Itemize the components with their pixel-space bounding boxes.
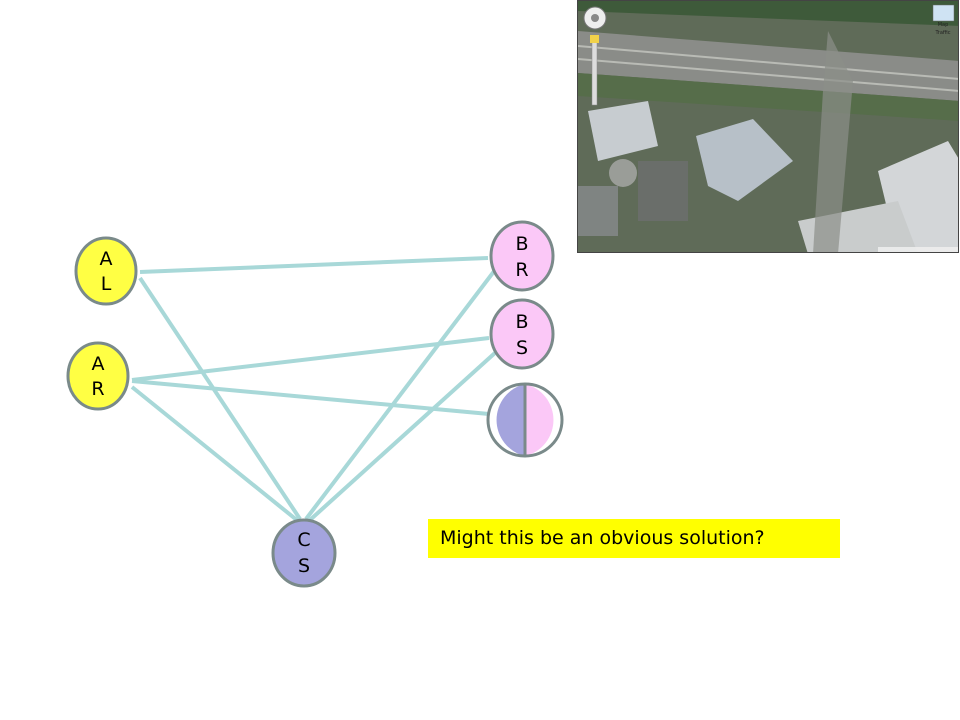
node-BS: B S bbox=[489, 298, 555, 370]
node-CS-label-1: C bbox=[297, 529, 310, 551]
node-BR-label-1: B bbox=[515, 233, 528, 255]
node-BS-label-2: S bbox=[516, 337, 528, 359]
zoom-slider[interactable] bbox=[590, 34, 599, 106]
map-nav-control[interactable] bbox=[583, 6, 607, 30]
node-BS-label-1: B bbox=[515, 311, 528, 333]
edges-layer bbox=[130, 256, 498, 523]
node-BR-circle bbox=[489, 220, 555, 292]
node-AR-label-2: R bbox=[91, 378, 104, 400]
node-CS-circle bbox=[271, 518, 337, 588]
node-AR-circle bbox=[66, 341, 130, 411]
node-AL-circle bbox=[74, 236, 138, 306]
edge-AR-split bbox=[131, 379, 490, 416]
edge-AR-BS bbox=[131, 336, 490, 382]
node-AL: A L bbox=[74, 236, 138, 306]
node-BR: B R bbox=[489, 220, 555, 292]
traffic-label[interactable]: Traffic bbox=[934, 30, 950, 36]
node-split-right-half bbox=[525, 384, 554, 456]
node-AL-label-2: L bbox=[101, 273, 112, 295]
node-BR-label-2: R bbox=[515, 259, 528, 281]
node-AL-label-1: A bbox=[100, 248, 113, 270]
callout-text: Might this be an obvious solution? bbox=[440, 527, 765, 549]
map-footer-bar bbox=[878, 247, 958, 252]
edge-AR-CS bbox=[130, 385, 300, 523]
aerial-photo-art: Map Traffic bbox=[578, 1, 958, 252]
map-type-thumbnail[interactable] bbox=[932, 4, 955, 22]
edge-BR-CS bbox=[304, 268, 497, 521]
map-type-label[interactable]: Map bbox=[938, 22, 949, 28]
building-left bbox=[588, 101, 658, 161]
edge-AL-CS bbox=[138, 276, 302, 521]
building-center bbox=[696, 119, 793, 201]
node-CS-label-2: S bbox=[298, 555, 310, 577]
node-split-left-half bbox=[496, 384, 525, 456]
node-CS: C S bbox=[271, 518, 337, 588]
node-AR: A R bbox=[66, 341, 130, 411]
callout-box: Might this be an obvious solution? bbox=[428, 519, 840, 558]
edge-AL-BR bbox=[139, 256, 489, 274]
edge-BS-CS bbox=[308, 350, 498, 522]
node-AR-label-1: A bbox=[92, 353, 105, 375]
aerial-photo: Map Traffic bbox=[577, 0, 959, 253]
node-BS-circle bbox=[489, 298, 555, 370]
parking-lot bbox=[638, 161, 688, 221]
node-split bbox=[486, 382, 564, 458]
